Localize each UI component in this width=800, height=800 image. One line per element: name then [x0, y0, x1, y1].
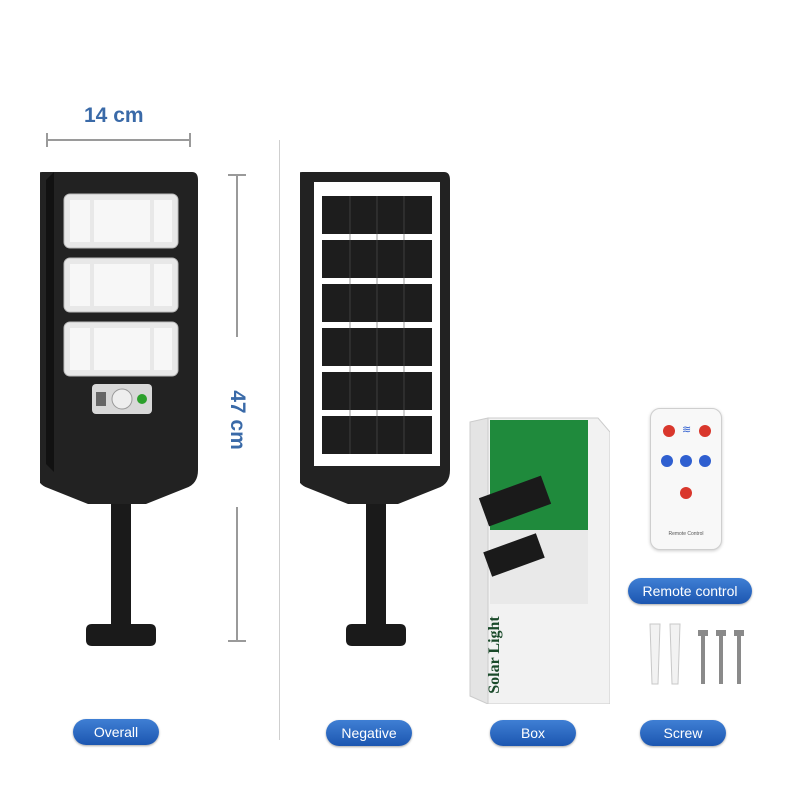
remote-caption: Remote Control — [668, 531, 704, 537]
width-dimension-label: 14 cm — [84, 104, 144, 127]
remote-button-blue-2 — [680, 455, 692, 467]
remote-button-red-bottom — [680, 487, 692, 499]
remote-button-blue-1 — [661, 455, 673, 467]
label-screw: Screw — [640, 720, 726, 746]
label-negative: Negative — [326, 720, 412, 746]
section-divider — [279, 140, 280, 740]
screws-and-anchors — [649, 623, 744, 685]
lamp-front-view — [40, 172, 198, 646]
remote-control: ≋ Remote Control — [650, 408, 722, 550]
label-overall: Overall — [73, 719, 159, 745]
wifi-icon: ≋ — [682, 424, 692, 436]
label-remote-control: Remote control — [628, 578, 752, 604]
height-dimension-line — [228, 174, 246, 642]
height-dimension-label: 47 cm — [226, 390, 249, 450]
box-product-name: Solar Light — [485, 616, 503, 694]
width-dimension-line — [46, 133, 191, 147]
remote-button-blue-3 — [699, 455, 711, 467]
product-box: Solar Light — [468, 414, 610, 704]
remote-button-red-right — [699, 425, 711, 437]
label-box: Box — [490, 720, 576, 746]
remote-button-red-top — [663, 425, 675, 437]
lamp-back-view — [300, 172, 450, 646]
